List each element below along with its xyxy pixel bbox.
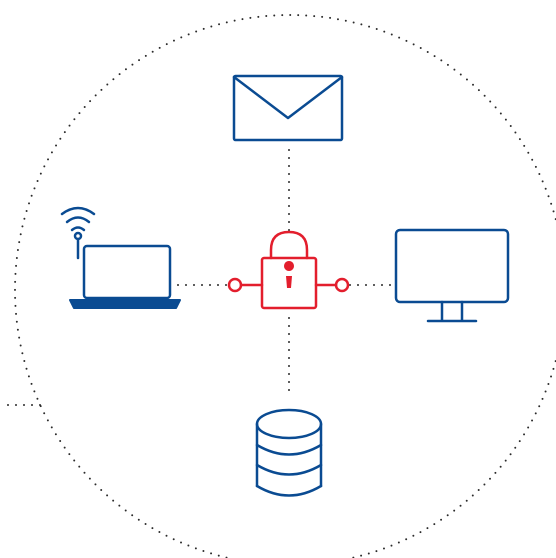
boundary-dotted-circle — [14, 14, 556, 558]
database-icon — [255, 408, 323, 497]
laptop-icon — [69, 244, 181, 309]
envelope-icon — [232, 74, 344, 142]
monitor-icon — [394, 228, 510, 323]
padlock-icon — [227, 230, 350, 310]
wifi-icon — [60, 206, 96, 260]
